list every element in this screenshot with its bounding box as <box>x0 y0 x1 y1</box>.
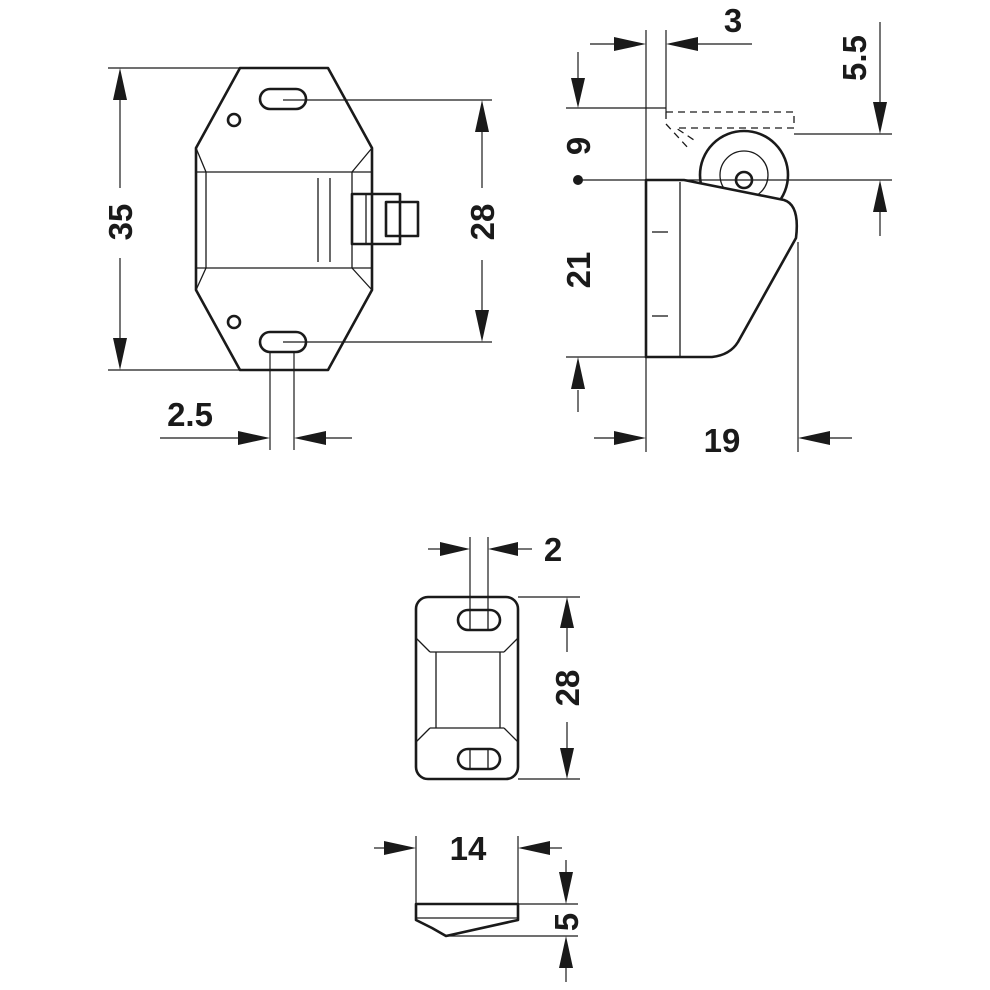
catch-housing-band <box>196 171 372 269</box>
striker-plate-profile <box>414 902 520 938</box>
striker-plate-side: 14 5 <box>374 830 585 982</box>
dim-9-label: 9 <box>560 137 597 155</box>
plate-top-slot <box>456 608 502 632</box>
dim-5: 5 <box>446 860 585 982</box>
catch-top-slot <box>258 87 308 111</box>
dim-19-label: 19 <box>704 422 741 459</box>
dim-28-catch-label: 28 <box>464 204 501 241</box>
dim-5-5: 5.5 <box>794 22 892 135</box>
striker-plate-front: 2 28 <box>414 531 586 781</box>
dim-14-label: 14 <box>450 830 487 867</box>
dim-3-label: 3 <box>724 2 742 39</box>
dim-28-catch: 28 <box>283 99 501 343</box>
striker-plate-outline <box>414 595 520 781</box>
dim-9: 9 <box>560 52 892 236</box>
catch-body-outline <box>194 66 374 372</box>
dim-19: 19 <box>594 242 852 459</box>
dim-5-5-label: 5.5 <box>836 35 873 81</box>
dim-2-label: 2 <box>544 531 562 568</box>
plate-bottom-slot <box>456 747 502 771</box>
dim-5-label: 5 <box>548 913 585 931</box>
dim-2: 2 <box>428 531 562 610</box>
catch-front-view: 35 28 2.5 <box>102 66 501 450</box>
dim-21: 21 <box>560 252 646 412</box>
catch-side-body <box>644 178 799 359</box>
catch-side-view: 3 5.5 9 21 <box>560 2 892 459</box>
dim-2-5-label: 2.5 <box>167 396 213 433</box>
dim-35-label: 35 <box>102 204 139 241</box>
catch-top-pin-hole <box>226 112 242 128</box>
dim-2-5: 2.5 <box>160 352 352 450</box>
dim-14: 14 <box>374 830 562 904</box>
retracted-outline <box>665 111 795 151</box>
dim-35: 35 <box>102 67 240 371</box>
dim-28-plate-label: 28 <box>549 670 586 707</box>
dim-21-label: 21 <box>560 252 597 289</box>
dim-3: 3 <box>590 2 752 180</box>
dim-28-plate: 28 <box>518 596 586 780</box>
catch-bottom-pin-hole <box>226 314 242 330</box>
catch-plunger <box>350 192 420 246</box>
